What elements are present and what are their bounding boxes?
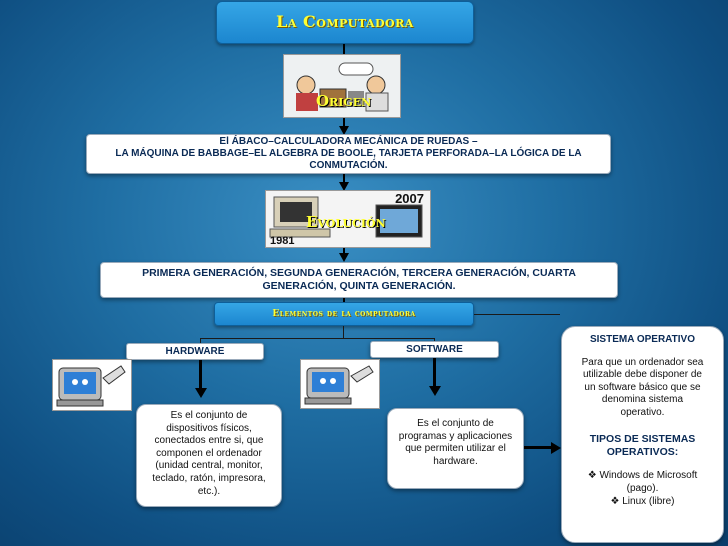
desc-line: Es el conjunto de	[170, 410, 248, 421]
desc-line: Es el conjunto de	[417, 418, 494, 429]
arrow-down-icon	[195, 388, 207, 398]
arrow-down-icon	[429, 386, 441, 396]
sistema-box: SISTEMA OPERATIVO Para que un ordenador …	[561, 326, 724, 543]
software-picture	[300, 359, 380, 409]
evolucion-text-line: PRIMERA GENERACIÓN, SEGUNDA GENERACIÓN, …	[142, 267, 576, 279]
tipos-title: TIPOS DE SISTEMAS	[589, 433, 696, 446]
hardware-label-box: HARDWARE	[126, 343, 264, 360]
connector-line	[343, 248, 345, 256]
evolucion-label: Evolución	[306, 213, 386, 231]
cartoon-computer-icon	[56, 365, 126, 407]
hardware-label: HARDWARE	[165, 346, 225, 357]
origen-picture	[283, 54, 401, 118]
software-label-box: SOFTWARE	[370, 341, 499, 358]
tipo-item: ❖ Linux (libre)	[610, 496, 675, 508]
elementos-box: Elementos de la computadora	[214, 302, 474, 326]
arrow-right-icon	[551, 442, 561, 454]
computers-evolution-icon	[266, 191, 430, 247]
desc-line: dispositivos físicos,	[166, 422, 252, 434]
origen-text-line: CONMUTACIÓN.	[309, 160, 388, 171]
evolucion-text-box: PRIMERA GENERACIÓN, SEGUNDA GENERACIÓN, …	[100, 262, 618, 298]
diamond-bullet-icon: ❖	[610, 496, 620, 508]
year-label-bottom: 1981	[270, 235, 295, 247]
diamond-bullet-icon: ❖	[587, 470, 597, 482]
evolucion-picture: 2007 1981	[265, 190, 431, 248]
cartoon-computer-icon	[304, 365, 374, 405]
branch-line	[474, 314, 560, 315]
tipo-item: ❖ Windows de Microsoft	[587, 470, 698, 482]
desc-line: etc.).	[197, 485, 221, 497]
title-box: La Computadora	[216, 1, 474, 44]
desc-line: utilizable debe disponer de	[583, 369, 702, 381]
connector-line	[199, 360, 202, 390]
page-title: La Computadora	[276, 12, 414, 31]
desc-line: componen el ordenador	[156, 447, 262, 459]
sistema-label: SISTEMA OPERATIVO	[589, 334, 695, 345]
arrow-down-icon	[339, 182, 349, 191]
evolucion-text-line: GENERACIÓN, QUINTA GENERACIÓN.	[262, 280, 456, 292]
origen-text-box: El ÁBACO–CALCULADORA MECÁNICA DE RUEDAS …	[86, 134, 611, 174]
desc-line: hardware.	[433, 455, 478, 467]
origen-label: Origen	[316, 92, 372, 110]
connector-line	[433, 358, 436, 388]
origen-text-line: El ÁBACO–CALCULADORA MECÁNICA DE RUEDAS …	[219, 136, 478, 147]
desc-line: operativo.	[620, 406, 665, 418]
connector-line	[343, 326, 344, 338]
connector-line	[200, 338, 201, 344]
desc-line: que permiten utilizar el	[405, 443, 506, 455]
desc-line: programas y aplicaciones	[398, 430, 513, 442]
desc-line: teclado, ratón, impresora,	[152, 472, 266, 484]
connector-line	[343, 174, 345, 184]
connector-line	[343, 298, 345, 303]
desc-line: un software básico que se	[584, 381, 701, 393]
connector-line	[524, 446, 554, 449]
arrow-down-icon	[339, 126, 349, 135]
software-label: SOFTWARE	[406, 344, 463, 355]
desc-line: denomina sistema	[601, 394, 684, 406]
abacus-illustration-icon	[284, 55, 400, 117]
desc-line: (unidad central, monitor,	[155, 460, 263, 472]
arrow-down-icon	[339, 253, 349, 262]
elementos-label: Elementos de la computadora	[272, 309, 416, 319]
hardware-picture	[52, 359, 132, 411]
year-label-top: 2007	[395, 191, 424, 206]
tipo-item: (pago).	[626, 483, 659, 495]
desc-line: Para que un ordenador sea	[581, 357, 704, 368]
origen-text-line: LA MÁQUINA DE BABBAGE–EL ALGEBRA DE BOOL…	[115, 148, 582, 159]
desc-line: conectados entre si, que	[154, 435, 264, 447]
connector-line	[343, 118, 345, 128]
connector-line	[434, 338, 435, 342]
tipos-title: OPERATIVOS:	[606, 446, 679, 459]
branch-line	[200, 338, 434, 339]
connector-line	[343, 44, 345, 54]
